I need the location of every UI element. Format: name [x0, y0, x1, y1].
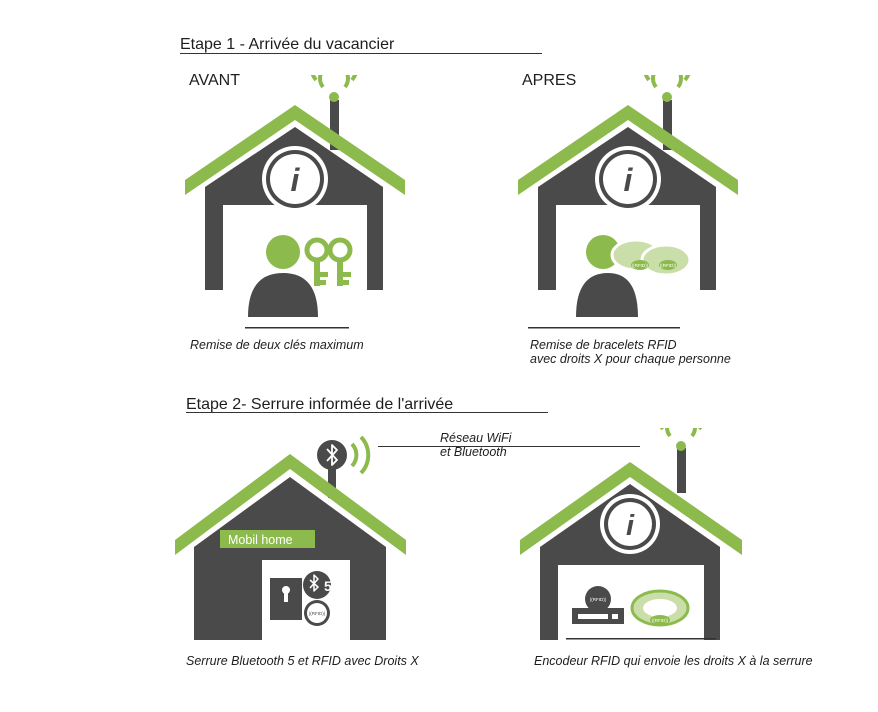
rfid-encoder-icon: ((RFID))	[566, 586, 716, 640]
info-glyph: i	[626, 510, 635, 542]
rfid-tag-text: ((RFID))	[309, 611, 326, 616]
network-link-line	[378, 446, 640, 447]
info-icon: i	[595, 146, 661, 212]
rfid-tag-text: ((RFID))	[652, 618, 669, 623]
bluetooth-icon	[317, 435, 371, 498]
step1-title-underline	[180, 53, 542, 54]
wifi-antenna-icon	[659, 428, 703, 493]
after-caption-line2: avec droits X pour chaque personne	[530, 352, 731, 366]
rfid-bracelet-icon: ((RFID)) ((RFID))	[610, 238, 692, 277]
network-label-line2: et Bluetooth	[440, 445, 507, 459]
lock-version: 5	[324, 578, 332, 594]
person-icon	[248, 235, 318, 317]
info-icon: i	[600, 494, 660, 554]
house-encoder: i ((RFID)) ((RFID))	[520, 428, 742, 640]
house-after: i ((RFID)) ((RFID))	[518, 75, 738, 329]
step1-title: Etape 1 - Arrivée du vacancier	[180, 36, 395, 53]
rfid-tag-text: ((RFID))	[660, 263, 677, 268]
info-glyph: i	[624, 162, 634, 198]
rfid-tag-text: ((RFID))	[632, 263, 649, 268]
house-mobil-home: Mobil home 5 ((RFID))	[175, 435, 406, 642]
before-label: AVANT	[189, 72, 240, 89]
rfid-bracelet-icon: ((RFID))	[630, 589, 690, 627]
info-glyph: i	[291, 162, 301, 198]
step2-title: Etape 2- Serrure informée de l'arrivée	[186, 396, 454, 413]
step2-title-underline	[186, 412, 548, 413]
lock-caption: Serrure Bluetooth 5 et RFID avec Droits …	[186, 654, 419, 668]
person-icon	[576, 235, 638, 317]
rfid-tag-text: ((RFID))	[590, 597, 607, 602]
house-before: i	[185, 75, 405, 329]
network-label-line1: Réseau WiFi	[440, 431, 512, 445]
lock-icon	[270, 578, 302, 620]
after-label: APRES	[522, 72, 577, 89]
mobil-home-label: Mobil home	[228, 533, 293, 547]
keys-icon	[304, 237, 353, 286]
wifi-antenna-icon	[310, 75, 358, 150]
after-caption-line1: Remise de bracelets RFID	[530, 338, 677, 352]
before-caption: Remise de deux clés maximum	[190, 338, 364, 352]
wifi-antenna-icon	[643, 75, 691, 150]
info-icon: i	[262, 146, 328, 212]
rfid-badge-icon: ((RFID))	[304, 600, 330, 626]
encoder-caption: Encodeur RFID qui envoie les droits X à …	[534, 654, 813, 668]
